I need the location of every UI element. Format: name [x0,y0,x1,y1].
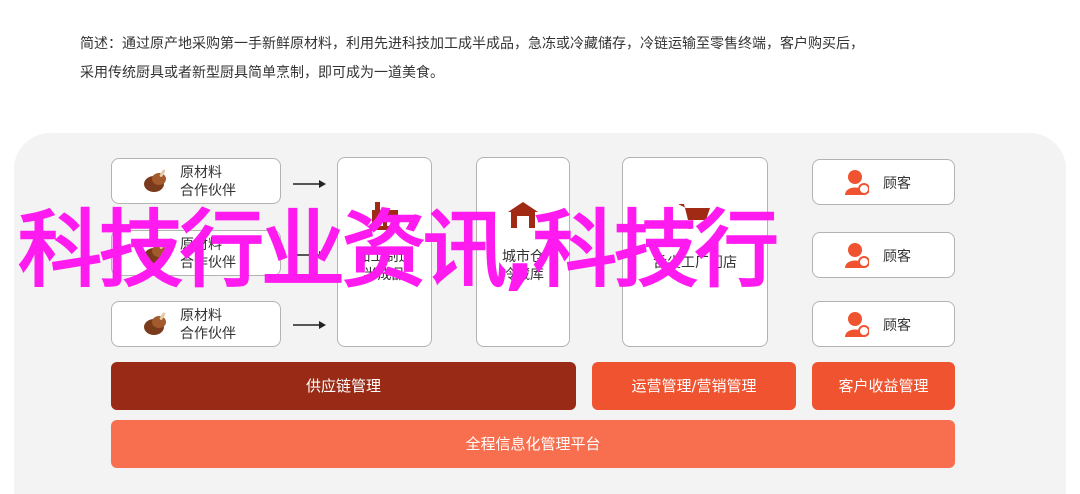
description-line-1: 简述：通过原产地采购第一手新鲜原材料，利用先进科技加工成半成品，急冻或冷藏储存，… [80,36,864,52]
operations-bar: 运营管理/营销管理 [592,362,796,410]
cart-icon [678,204,710,229]
factory-icon [371,202,398,230]
person-icon [845,243,869,268]
supplier-label-2: 合作伙伴 [180,183,236,199]
revenue-bar: 客户收益管理 [812,362,955,410]
customer-box: 顾客 [812,232,955,278]
supplier-box: 原材料 合作伙伴 [111,158,281,204]
platform-bar: 全程信息化管理平台 [111,420,955,468]
customer-box: 顾客 [812,301,955,347]
flow-arrow [293,321,326,329]
processing-label-1: 加工制造 [356,249,413,265]
supplier-label-1: 原材料 [180,165,222,181]
flow-arrow [293,251,326,259]
customer-label: 顾客 [883,249,911,265]
customer-box: 顾客 [812,159,955,205]
food-icon [144,169,166,192]
supplier-label-1: 原材料 [180,237,222,253]
processing-box: 加工制造 半成品 [337,157,432,347]
flow-arrow [293,180,326,188]
warehouse-label-1: 城市仓 [502,249,544,265]
warehouse-label-2: 冷藏库 [502,267,544,283]
processing-label-2: 半成品 [363,267,406,283]
food-icon [144,312,166,335]
person-icon [845,312,869,337]
supplier-label-2: 合作伙伴 [180,326,236,342]
supplier-box: 原材料 合作伙伴 [111,301,281,347]
description: 简述：通过原产地采购第一手新鲜原材料，利用先进科技加工成半成品，急冻或冷藏储存，… [80,30,1040,88]
retail-box: 舌尖工厂门店 [622,157,768,347]
customer-label: 顾客 [883,318,911,334]
supplier-label-1: 原材料 [180,308,222,324]
warehouse-box: 城市仓 冷藏库 [476,157,570,347]
person-icon [845,170,869,195]
supplier-box: 原材料 合作伙伴 [111,230,281,276]
description-line-2: 采用传统厨具或者新型厨具简单烹制，即可成为一道美食。 [80,65,444,81]
overlay-headline: 科技行业资讯,科技行 [18,201,779,299]
supplier-label-2: 合作伙伴 [180,255,236,271]
supply-chain-bar: 供应链管理 [111,362,576,410]
customer-label: 顾客 [883,176,911,192]
retail-label: 舌尖工厂门店 [653,255,737,271]
warehouse-icon [508,202,538,228]
food-icon [144,241,166,264]
